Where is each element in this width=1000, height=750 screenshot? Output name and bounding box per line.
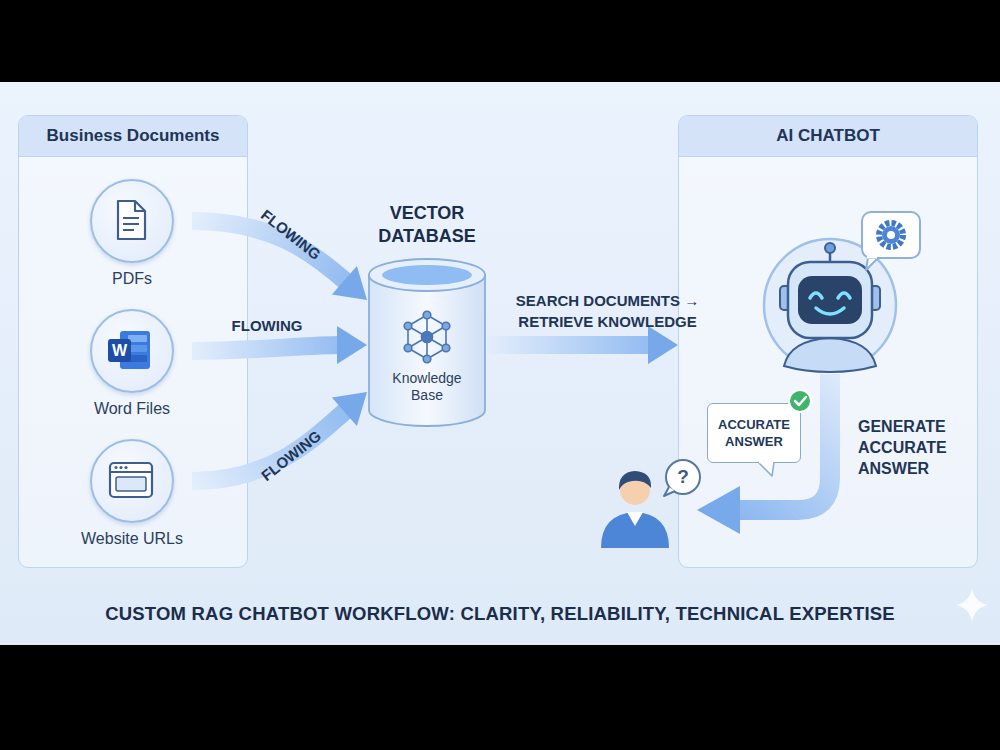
source-label-box: PDFs bbox=[52, 269, 212, 289]
circle-node: PDFs bbox=[72, 179, 192, 291]
annotation-text: GENERATE ACCURATE ANSWER bbox=[858, 416, 962, 479]
panel-title: AI CHATBOT bbox=[776, 126, 880, 146]
panel-node: AI CHATBOT ACCURATE ANSWER bbox=[678, 115, 978, 568]
source-circle bbox=[90, 309, 174, 393]
arrow-head bbox=[332, 266, 367, 300]
edge-label: SEARCH DOCUMENTS → RETRIEVE KNOWLEDGE bbox=[500, 290, 715, 332]
answer-text: ACCURATE ANSWER bbox=[714, 416, 794, 450]
user-head bbox=[620, 475, 650, 505]
panel-node: Business DocumentsPDFsWord FilesWebsite … bbox=[18, 115, 248, 568]
flow-arrow bbox=[487, 326, 678, 364]
cylinder-top-inner bbox=[382, 265, 472, 285]
database-label: Knowledge Base bbox=[385, 370, 469, 404]
user-collar bbox=[627, 512, 643, 526]
cylinder-top bbox=[369, 259, 485, 291]
arrow-head bbox=[337, 326, 367, 364]
source-label: Word Files bbox=[52, 399, 212, 419]
circle-node: Word Files bbox=[72, 309, 192, 421]
user-body bbox=[601, 512, 669, 548]
panel-title: Business Documents bbox=[47, 126, 220, 146]
annotation-text: W bbox=[108, 340, 131, 362]
source-label-box: Website URLs bbox=[52, 529, 212, 549]
source-label: Website URLs bbox=[52, 529, 212, 549]
question-bubble-tail bbox=[664, 487, 675, 496]
source-label: PDFs bbox=[52, 269, 212, 289]
source-label-box: Word Files bbox=[52, 399, 212, 419]
caption-text: CUSTOM RAG CHATBOT WORKFLOW: CLARITY, RE… bbox=[0, 603, 1000, 625]
annotation-text: ? bbox=[670, 465, 696, 489]
source-circle bbox=[90, 439, 174, 523]
cylinder-body bbox=[369, 275, 485, 426]
arrow-shaft bbox=[487, 336, 652, 354]
database-title: VECTOR DATABASE bbox=[357, 202, 497, 248]
sparkle bbox=[956, 588, 988, 622]
arrow-head bbox=[648, 326, 678, 364]
arrow-head bbox=[332, 392, 367, 426]
panel-header: Business Documents bbox=[19, 116, 247, 157]
bubble-node: ACCURATE ANSWER bbox=[707, 403, 801, 463]
cylinder-node: VECTOR DATABASEKnowledge Base bbox=[367, 200, 487, 428]
circle-node: Website URLs bbox=[72, 439, 192, 551]
panel-header: AI CHATBOT bbox=[679, 116, 977, 157]
edge-label: FLOWING bbox=[212, 317, 322, 334]
source-circle bbox=[90, 179, 174, 263]
user-hair bbox=[619, 471, 651, 490]
